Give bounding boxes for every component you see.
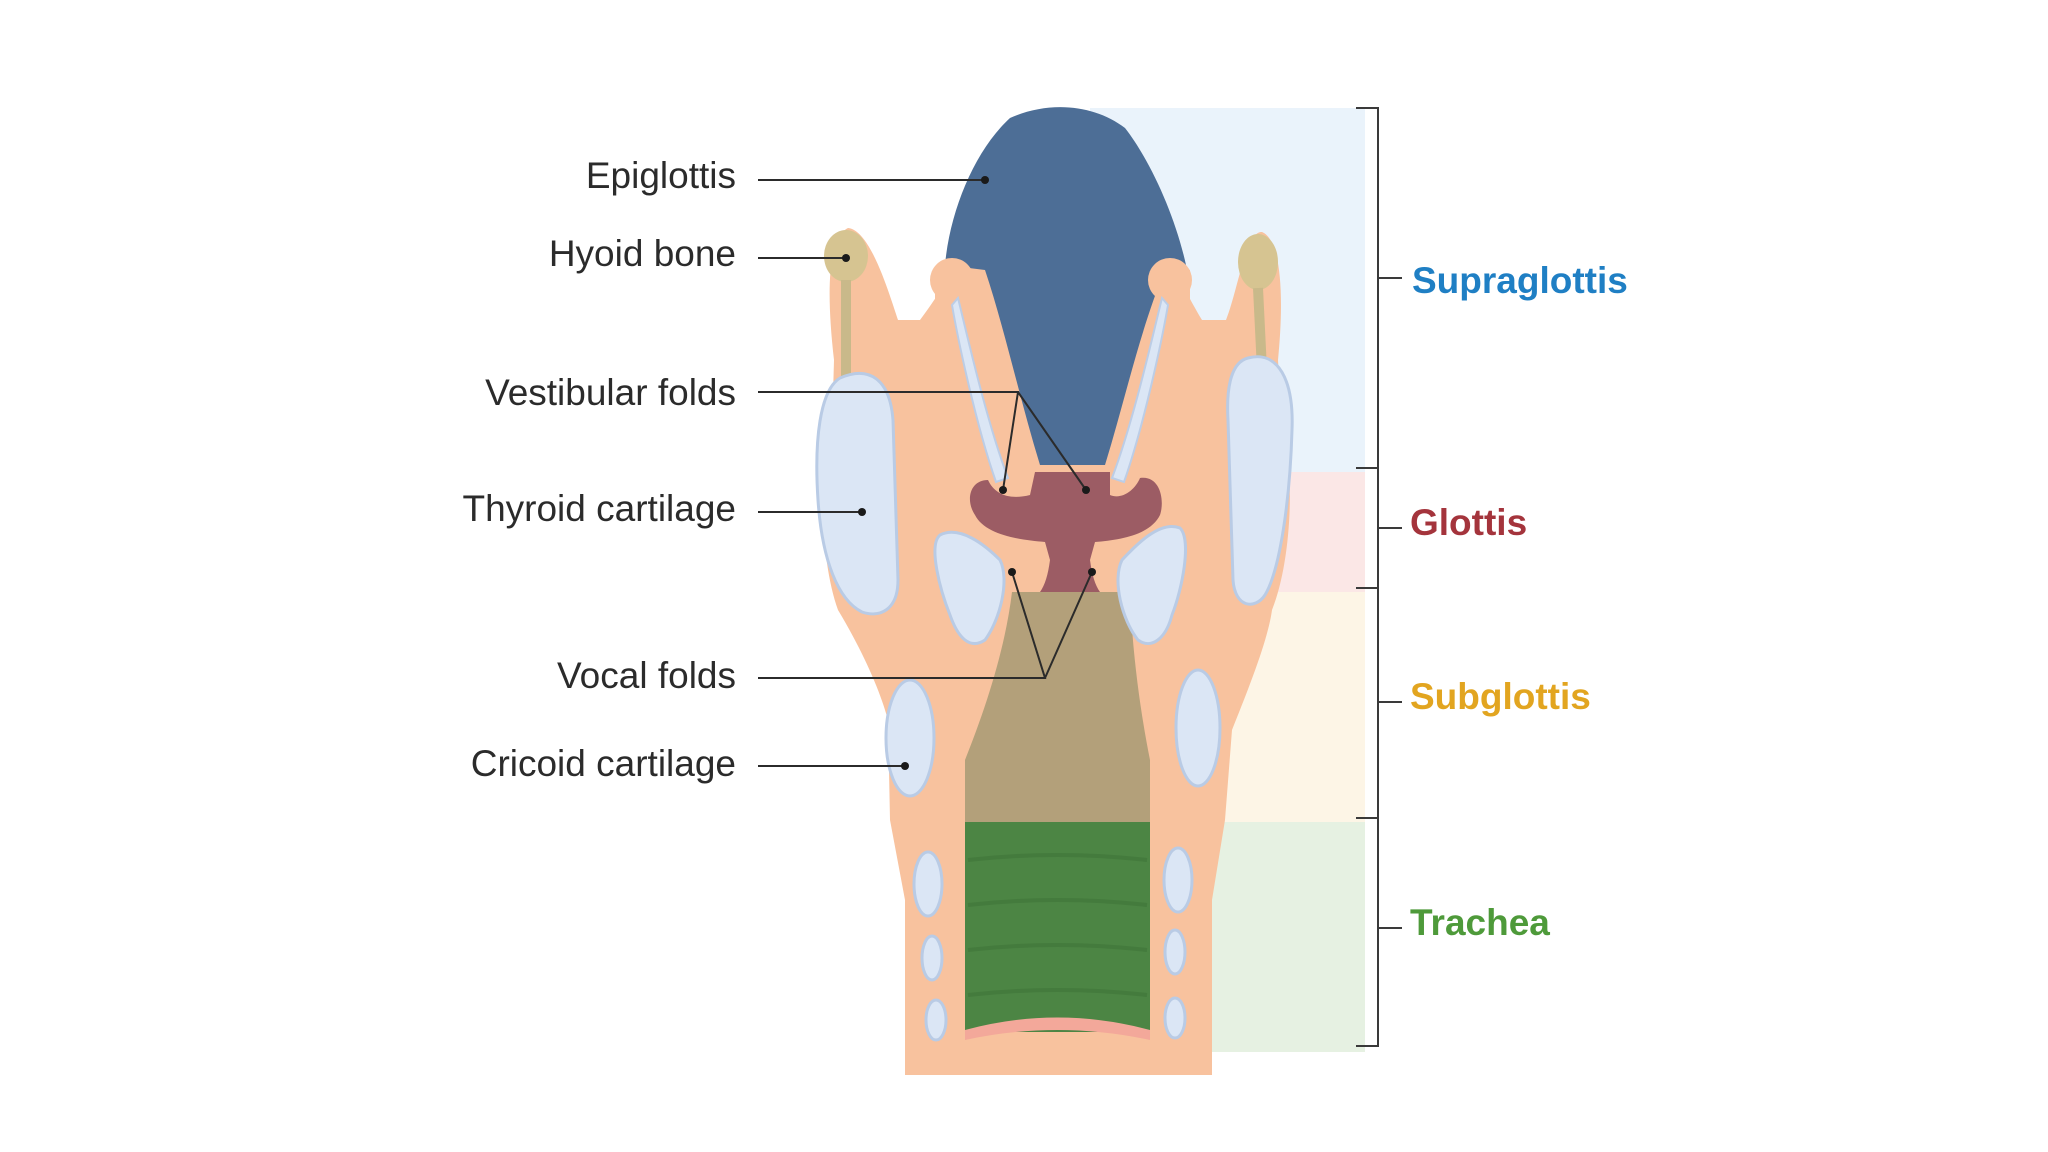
arytenoid-right	[1116, 525, 1187, 646]
thyroid-cartilage-right	[1226, 355, 1294, 606]
glottis-lumen	[969, 472, 1162, 592]
thyroid-cartilage-left	[815, 372, 900, 616]
label-hyoid-bone: Hyoid bone	[548, 233, 736, 274]
epiglottis-shape	[945, 107, 1186, 465]
arytenoid-left	[933, 530, 1006, 646]
dot-vocal-right	[1088, 568, 1096, 576]
label-cricoid-cartilage: Cricoid cartilage	[470, 743, 736, 784]
tracheal-ring-right-3	[1163, 996, 1187, 1040]
tracheal-ring-right-1	[1162, 846, 1194, 914]
tracheal-ring-right-2	[1163, 928, 1187, 976]
dot-hyoid	[842, 254, 850, 262]
leader-vestibular	[758, 391, 1087, 491]
label-vestibular-folds: Vestibular folds	[485, 372, 736, 413]
label-epiglottis: Epiglottis	[585, 155, 736, 196]
tracheal-ring-left-3	[924, 998, 948, 1042]
leader-vocal	[758, 571, 1093, 679]
trachea-opening	[965, 1017, 1150, 1040]
subglottis-lumen	[965, 592, 1150, 822]
region-subglottis: Subglottis	[1410, 676, 1591, 717]
dot-epiglottis	[981, 176, 989, 184]
tracheal-ring-left-1	[912, 850, 944, 918]
dot-thyroid	[858, 508, 866, 516]
dot-vocal-left	[1008, 568, 1016, 576]
leader-lines	[758, 179, 1093, 767]
hyoid-right	[1238, 234, 1278, 290]
cricoid-cartilage-right	[1174, 668, 1222, 788]
vestibule-sliver-left	[950, 295, 1010, 484]
dot-cricoid	[901, 762, 909, 770]
label-thyroid-cartilage: Thyroid cartilage	[462, 488, 736, 529]
region-trachea: Trachea	[1410, 902, 1550, 943]
region-glottis: Glottis	[1410, 502, 1528, 543]
dot-vestibular-right	[1082, 486, 1090, 494]
leader-dots	[842, 176, 1096, 770]
label-vocal-folds: Vocal folds	[557, 655, 736, 696]
trachea-ring-shade	[967, 853, 1148, 997]
tracheal-ring-left-2	[920, 934, 944, 982]
corniculate-left	[930, 258, 974, 302]
region-bracket	[1356, 107, 1402, 1047]
dot-vestibular-left	[999, 486, 1007, 494]
corniculate-right	[1148, 258, 1192, 302]
cricoid-cartilage-left	[884, 678, 936, 798]
aryepiglottic-fold-right	[1125, 266, 1190, 490]
vestibule-sliver-right	[1110, 295, 1170, 484]
region-supraglottis: Supraglottis	[1412, 260, 1628, 301]
bracket-spine	[1356, 107, 1379, 1047]
